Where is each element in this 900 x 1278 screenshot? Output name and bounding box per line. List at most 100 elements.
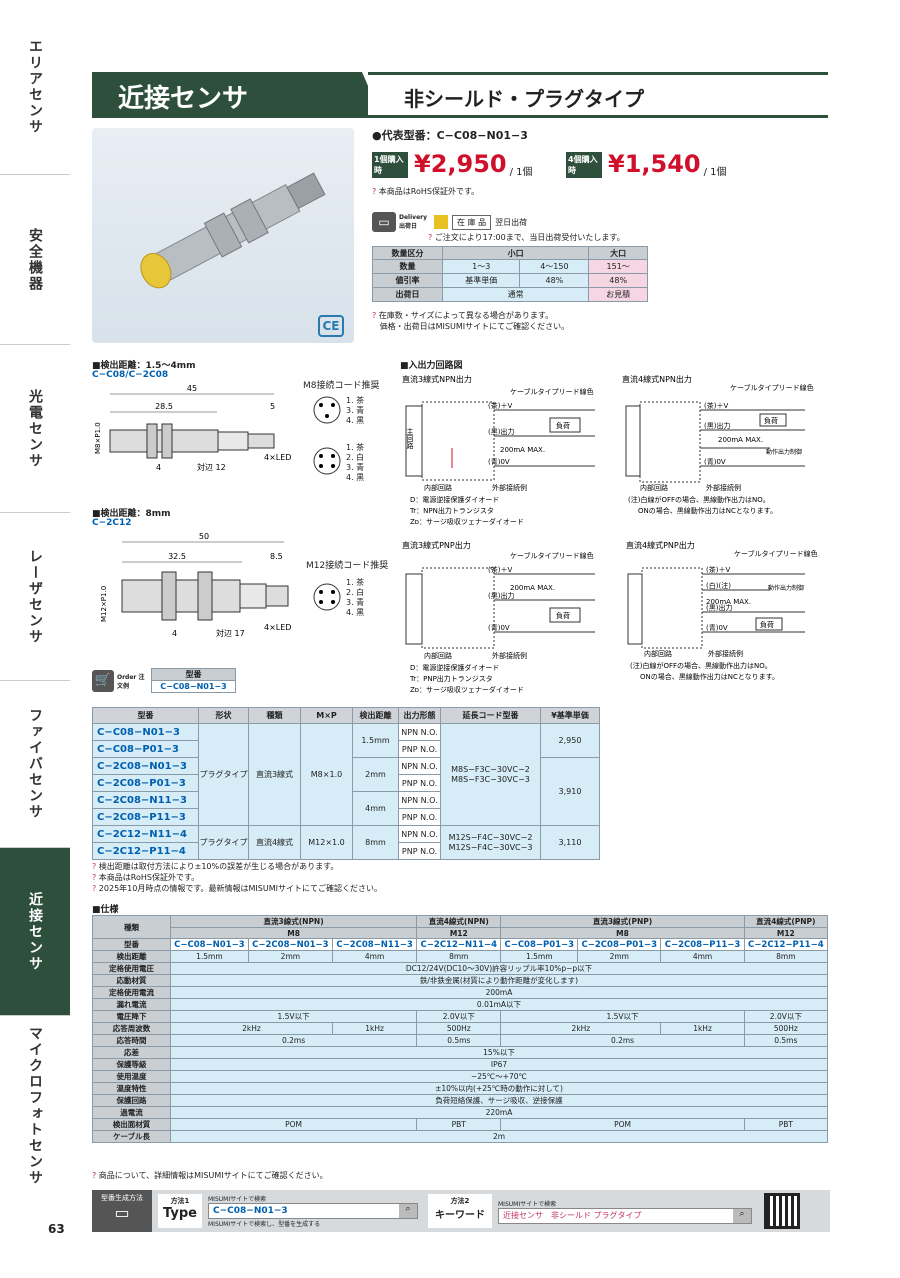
svg-text:(茶)＋V: (茶)＋V [488, 401, 512, 410]
svg-text:D：電源逆接保護ダイオード: D：電源逆接保護ダイオード [410, 495, 499, 504]
svg-text:4: 4 [172, 629, 177, 638]
svg-text:Zᴅ：サージ吸収ツェナーダイオード: Zᴅ：サージ吸収ツェナーダイオード [410, 517, 524, 526]
svg-text:200mA MAX.: 200mA MAX. [500, 446, 545, 454]
info-icon: ? [372, 311, 377, 320]
svg-text:負荷: 負荷 [556, 421, 570, 430]
side-tab-safety[interactable]: 安全機器 [0, 175, 70, 345]
svg-text:負荷: 負荷 [764, 416, 778, 425]
side-tab-area[interactable]: エリアセンサ [0, 0, 70, 175]
spec-model-link[interactable]: C−2C12−N11−4 [416, 938, 502, 952]
model-link[interactable]: C−2C08−P11−3 [92, 808, 199, 826]
qr-code-icon [764, 1193, 800, 1229]
svg-text:Tr：NPN出力トランジスタ: Tr：NPN出力トランジスタ [409, 506, 494, 515]
model-link[interactable]: C−2C12−P11−4 [92, 842, 199, 860]
m12-conn-title: M12接続コード推奨 [306, 561, 389, 571]
svg-text:Zᴅ：サージ吸収ツェナーダイオード: Zᴅ：サージ吸収ツェナーダイオード [410, 685, 524, 694]
model-link[interactable]: C−2C08−N01−3 [92, 757, 199, 775]
spec-model-link[interactable]: C−2C08−P11−3 [660, 938, 745, 952]
svg-text:M8×P1.0: M8×P1.0 [94, 422, 102, 454]
svg-text:内部回路: 内部回路 [640, 483, 668, 492]
spec-model-link[interactable]: C−2C12−P11−4 [743, 938, 829, 952]
page-number: 63 [48, 1222, 65, 1236]
svg-text:内部回路: 内部回路 [424, 651, 452, 660]
spec-model-link[interactable]: C−2C08−N01−3 [247, 938, 333, 952]
search-icon[interactable]: ⌕ [733, 1208, 751, 1223]
model-link[interactable]: C−C08−P01−3 [92, 740, 199, 758]
info-icon: ? [372, 187, 377, 196]
svg-text:(青)0V: (青)0V [488, 457, 510, 466]
spec-model-link[interactable]: C−C08−N01−3 [170, 938, 249, 952]
model-link[interactable]: C−2C08−P01−3 [92, 774, 199, 792]
svg-text:200mA MAX.: 200mA MAX. [510, 584, 555, 592]
npn3-circuit: 直流3線式NPN出力 ケーブルタイプリード線色 主回路 (茶)＋V (黒)出力 … [402, 374, 595, 526]
spec-title: ■仕様 [92, 905, 119, 915]
model-link[interactable]: C−2C08−N11−3 [92, 791, 199, 809]
svg-text:4×LED: 4×LED [264, 453, 291, 462]
svg-text:5: 5 [270, 402, 275, 411]
price-2-unit: / 1個 [703, 167, 727, 178]
info-icon: ? [92, 862, 97, 871]
svg-text:(注)白線がOFFの場合、黒線動作出力はNO。: (注)白線がOFFの場合、黒線動作出力はNO。 [630, 661, 772, 670]
stock-badge: 在 庫 品 [452, 214, 492, 230]
search-input-model[interactable]: C−C08−N01−3 ⌕ [208, 1203, 418, 1219]
svg-text:内部回路: 内部回路 [424, 483, 452, 492]
rohs-note: ? 本商品はRoHS保証外です。 [372, 187, 480, 196]
spec-model-link[interactable]: C−2C08−N11−3 [331, 938, 418, 952]
price-1: 1個購入時 ¥2,950 / 1個 [372, 150, 533, 178]
svg-text:50: 50 [199, 532, 209, 541]
side-tab-proximity[interactable]: 近接センサ [0, 848, 70, 1016]
delivery-label: Delivery 出荷日 [399, 214, 428, 230]
dim1-models: C−C08/C−2C08 [92, 370, 169, 380]
info-icon: ? [92, 884, 97, 893]
info-icon: ? [92, 1171, 97, 1180]
pnp4-circuit: 直流4線式PNP出力 ケーブルタイプリード線色 (茶)＋V (白)(注) (黒)… [626, 540, 818, 681]
dim2-models: C−2C12 [92, 518, 132, 528]
svg-text:(茶)＋V: (茶)＋V [706, 565, 730, 574]
side-tab-fiber[interactable]: ファイバセンサ [0, 681, 70, 848]
search-icon[interactable]: ⌕ [399, 1204, 417, 1218]
svg-text:28.5: 28.5 [155, 402, 173, 411]
svg-text:主回路: 主回路 [406, 427, 414, 450]
price-2: 4個購入時 ¥1,540 / 1個 [566, 150, 727, 178]
io-title: ■入出力回路図 [400, 361, 463, 371]
model-link[interactable]: C−C08−N01−3 [92, 723, 199, 741]
dim2-drawing: 50 32.5 8.5 M12×P1.0 4 対辺 17 4×LED [100, 532, 291, 638]
spec-model-link[interactable]: C−C08−P01−3 [500, 938, 579, 952]
price-2-badge: 4個購入時 [566, 152, 602, 178]
npn4-circuit: 直流4線式NPN出力 ケーブルタイプリード線色 (茶)＋V (黒)出力 (青)0… [622, 374, 814, 515]
svg-text:(茶)＋V: (茶)＋V [704, 401, 728, 410]
model-link[interactable]: C−2C12−N11−4 [92, 825, 199, 843]
svg-text:負荷: 負荷 [556, 611, 570, 620]
order-model[interactable]: C−C08−N01−3 [151, 680, 236, 693]
svg-text:8.5: 8.5 [270, 552, 283, 561]
next-day: 翌日出荷 [495, 217, 528, 227]
svg-text:ONの場合、黒線動作出力はNCとなります。: ONの場合、黒線動作出力はNCとなります。 [640, 672, 779, 681]
spec-table: 種類直流3線式(NPN)直流4線式(NPN)直流3線式(PNP)直流4線式(PN… [92, 914, 829, 1144]
method2: 方法2 キーワード [428, 1194, 492, 1228]
svg-text:200mA MAX.: 200mA MAX. [718, 436, 763, 444]
side-tab-laser[interactable]: レーザセンサ [0, 513, 70, 681]
side-tab-microphoto[interactable]: マイクロフォトセンサ [0, 1016, 70, 1196]
page-subtitle: 非シールド・プラグタイプ [368, 72, 828, 118]
model-table-notes: ? 検出距離は取付方法により±10%の誤差が生じる場合があります。 ? 本商品は… [92, 862, 382, 893]
dim2-title: ■検出距離：8mm [92, 509, 171, 519]
io-circuits: 直流3線式NPN出力 ケーブルタイプリード線色 主回路 (茶)＋V (黒)出力 … [402, 374, 818, 694]
svg-text:直流3線式NPN出力: 直流3線式NPN出力 [402, 374, 472, 384]
search-input-keyword[interactable]: 近接センサ 非シールド プラグタイプ ⌕ [498, 1207, 752, 1224]
svg-text:外部接続例: 外部接続例 [708, 649, 743, 658]
svg-text:M12×P1.0: M12×P1.0 [100, 586, 108, 622]
info-icon: ? [92, 873, 97, 882]
pnp3-circuit: 直流3線式PNP出力 ケーブルタイプリード線色 (茶)＋V (黒)出力 (青)0… [402, 540, 595, 694]
monitor-icon: ▭ [114, 1203, 130, 1222]
side-tab-photo[interactable]: 光電センサ [0, 345, 70, 513]
svg-text:ケーブルタイプリード線色: ケーブルタイプリード線色 [510, 551, 594, 560]
representative-model: ●代表型番：C−C08−N01−3 [372, 129, 528, 142]
svg-text:4×LED: 4×LED [264, 623, 291, 632]
spec-model-link[interactable]: C−2C08−P01−3 [577, 938, 662, 952]
svg-text:外部接続例: 外部接続例 [492, 483, 527, 492]
svg-text:(茶)＋V: (茶)＋V [488, 565, 512, 574]
